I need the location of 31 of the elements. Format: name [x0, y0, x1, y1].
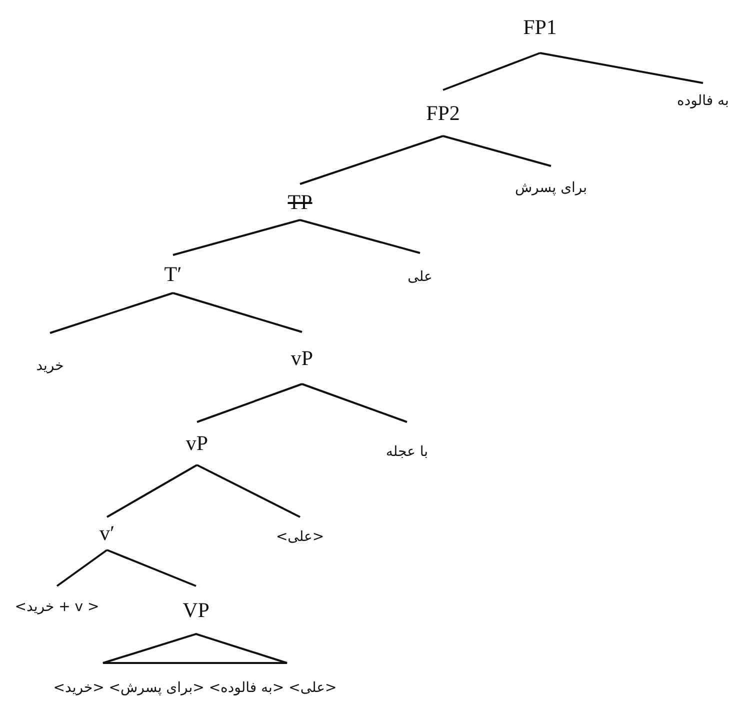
word-label: <علی> <به فالوده> <برای پسرش> <خرید> — [53, 663, 337, 712]
tree-branch — [106, 549, 196, 587]
word-label: خرید — [36, 333, 64, 398]
tree-branch — [442, 52, 540, 91]
word-label: با عجله — [386, 422, 428, 482]
tree-branch — [196, 464, 300, 518]
category-label: T′ — [164, 255, 182, 293]
word-label: برای پسرش — [514, 166, 588, 210]
word-label: <علی> — [276, 517, 324, 557]
tree-branch — [56, 549, 108, 587]
tree-branch — [50, 292, 174, 334]
tree-branch — [300, 219, 420, 254]
category-label: FP2 — [426, 90, 460, 136]
tree-branch — [302, 383, 408, 423]
tree-branch — [196, 383, 302, 423]
triangle-branch — [102, 632, 288, 664]
category-label: v′ — [99, 517, 115, 550]
tree-branch — [442, 135, 552, 167]
category-label: TP — [288, 184, 312, 220]
tree-branch — [172, 292, 302, 333]
word-label: به فالوده — [677, 83, 729, 118]
tree-branch — [106, 464, 198, 518]
word-label: علی — [408, 253, 432, 300]
category-label: VP — [182, 586, 210, 634]
tree-branch — [172, 219, 300, 256]
category-label: vP — [290, 332, 314, 384]
tree-branch — [540, 52, 704, 84]
word-label: < v + خرید> — [14, 586, 100, 628]
category-label: FP1 — [523, 2, 557, 53]
tree-branch — [300, 135, 444, 185]
category-label: vP — [186, 422, 208, 465]
